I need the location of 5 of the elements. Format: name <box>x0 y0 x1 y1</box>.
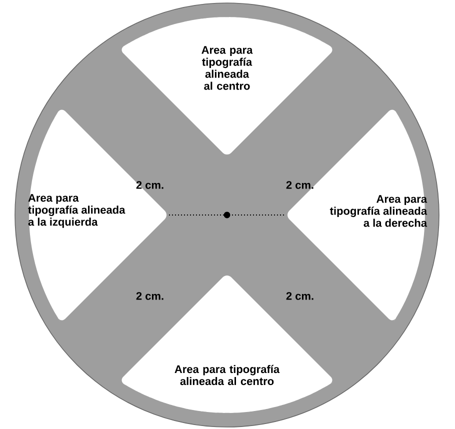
dimension-label: 2 cm. <box>136 292 164 300</box>
dimension-label: 2 cm. <box>286 181 314 189</box>
dimension-label: 2 cm. <box>286 292 314 300</box>
text-area: Area para tipografía alineada al centro <box>120 17 334 155</box>
dimension-label: 2 cm. <box>136 181 164 189</box>
